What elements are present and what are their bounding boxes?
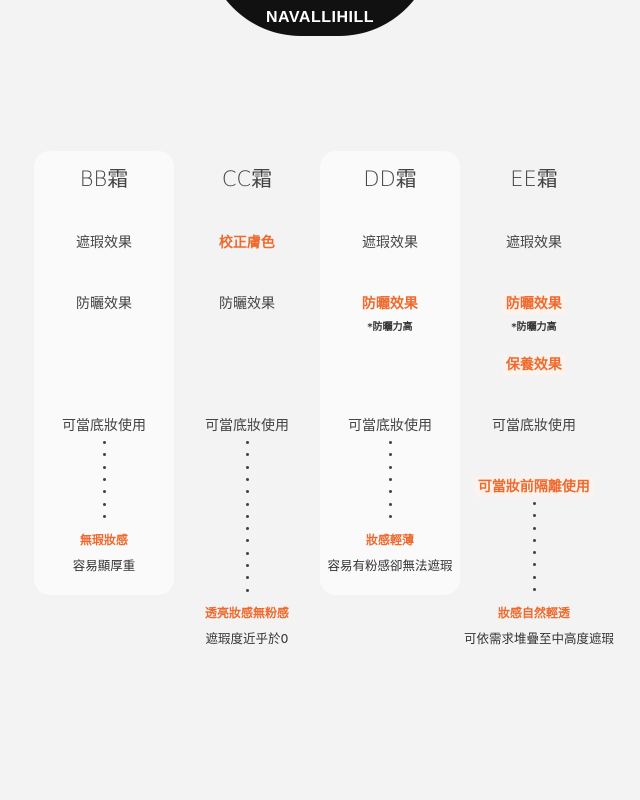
connector-dot [245, 453, 249, 456]
connector-dot [245, 515, 249, 518]
connector-dot [102, 503, 106, 506]
connector-dot [532, 527, 536, 530]
summary-description: 容易顯厚重 [72, 558, 136, 573]
primer-text: 可當妝前隔離使用 [475, 477, 593, 497]
connector-dot [532, 551, 536, 554]
brand-logo-text: NAVALLIHILL [266, 9, 374, 26]
column-title: DD霜 [363, 167, 417, 191]
color-correct-label: 校正膚色 [219, 235, 275, 251]
sun-protection-label: 防曬效果 [219, 296, 275, 312]
connector-dot [532, 539, 536, 542]
column-bb: BB霜 遮瑕效果 防曬效果 可當底妝使用 無瑕妝感 容易顯厚重 [34, 0, 174, 800]
sun-protection-label: 防曬效果 [76, 296, 132, 312]
coverage-label: 遮瑕效果 [362, 235, 418, 251]
connector-dot [245, 503, 249, 506]
coverage-label: 遮瑕效果 [506, 235, 562, 251]
connector-dot [388, 490, 392, 493]
connector-dot [388, 478, 392, 481]
primer-label: 可當妝前隔離使用 [464, 476, 604, 497]
column-title: CC霜 [221, 167, 273, 191]
coverage-label: 遮瑕效果 [76, 235, 132, 251]
connector-dot [245, 564, 249, 567]
summary-title: 無瑕妝感 [79, 533, 128, 547]
sun-protection-label: 防曬效果 [464, 293, 604, 314]
skincare-text: 保養效果 [503, 355, 565, 375]
connector-dot [388, 453, 392, 456]
base-makeup-label: 可當底妝使用 [348, 418, 432, 434]
column-ee: EE霜 遮瑕效果 防曬效果 *防曬力高 保養效果 可當底妝使用 可當妝前隔離使用… [464, 0, 615, 800]
connector-dot [245, 490, 249, 493]
base-makeup-label: 可當底妝使用 [205, 418, 289, 434]
connector-dot [245, 552, 249, 555]
sun-protection-note: *防曬力高 [511, 322, 557, 333]
sun-protection-text: 防曬效果 [503, 294, 565, 314]
column-dd: DD霜 遮瑕效果 防曬效果 *防曬力高 可當底妝使用 妝感輕薄 容易有粉感卻無法… [320, 0, 460, 800]
summary-title: 妝感自然輕透 [497, 606, 570, 620]
summary-description: 遮瑕度近乎於0 [205, 631, 289, 646]
connector-dot [102, 478, 106, 481]
card-dd [320, 151, 460, 595]
connector-dot [532, 576, 536, 579]
base-makeup-label: 可當底妝使用 [492, 418, 576, 434]
connector-dot [245, 576, 249, 579]
connector-dot [245, 539, 249, 542]
connector-dot [532, 588, 536, 591]
card-bb [34, 151, 174, 595]
summary-title: 透亮妝感無粉感 [204, 606, 289, 620]
connector-dot [245, 466, 249, 469]
connector-dot [102, 515, 106, 518]
connector-dot [102, 466, 106, 469]
column-title: BB霜 [79, 167, 129, 191]
connector-dot [102, 453, 106, 456]
sun-protection-label: 防曬效果 [362, 296, 418, 312]
column-title: EE霜 [510, 167, 558, 191]
connector-dot [388, 503, 392, 506]
summary-description: 可依需求堆疊至中高度遮瑕 [464, 631, 615, 646]
sun-protection-note: *防曬力高 [367, 322, 413, 333]
connector-dot [245, 527, 249, 530]
summary-title: 妝感輕薄 [365, 533, 414, 547]
connector-dot [532, 502, 536, 505]
connector-dot [388, 466, 392, 469]
summary-description: 容易有粉感卻無法遮瑕 [327, 558, 453, 573]
connector-dot [245, 589, 249, 592]
connector-dot [532, 563, 536, 566]
base-makeup-label: 可當底妝使用 [62, 418, 146, 434]
connector-dot [532, 514, 536, 517]
connector-dot [102, 490, 106, 493]
column-cc: CC霜 校正膚色 防曬效果 可當底妝使用 透亮妝感無粉感 遮瑕度近乎於0 [177, 0, 317, 800]
connector-dot [388, 441, 392, 444]
connector-dot [102, 441, 106, 444]
skincare-label: 保養效果 [464, 354, 604, 375]
connector-dot [245, 441, 249, 444]
connector-dot [388, 515, 392, 518]
connector-dot [245, 478, 249, 481]
